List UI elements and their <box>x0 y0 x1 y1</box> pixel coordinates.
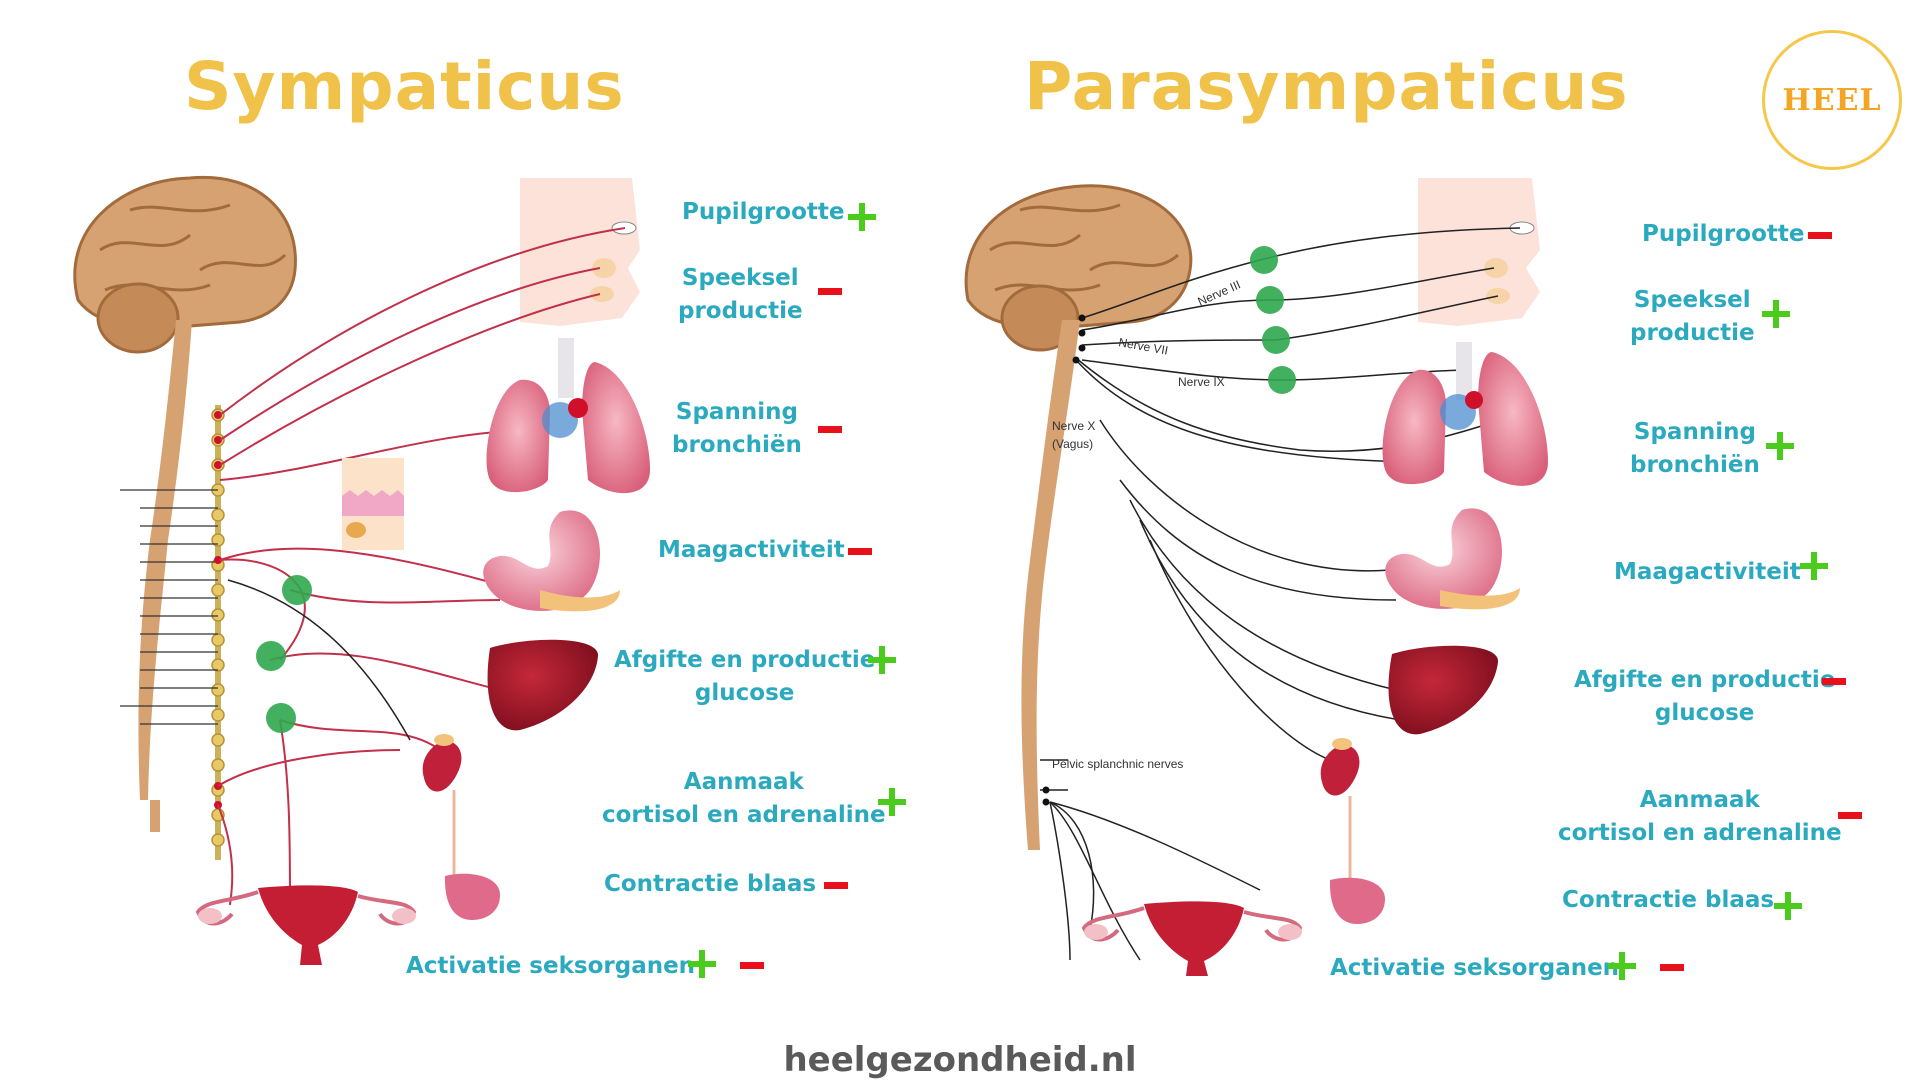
left-label-bronchien: Spanning bronchiën <box>672 396 802 462</box>
right-label-glucose: Afgifte en productie glucose <box>1574 664 1835 730</box>
title-sympaticus: Sympaticus <box>184 48 625 125</box>
stomach-left <box>483 510 600 611</box>
label-line1: Pupilgrootte <box>1642 221 1805 247</box>
label-pelvic-nerves: Pelvic splanchnic nerves <box>1052 757 1183 771</box>
right-label-seksorganen: Activatie seksorganen <box>1330 952 1619 985</box>
minus-icon <box>824 882 848 889</box>
left-label-speeksel: Speeksel productie <box>678 262 803 328</box>
label-line1: Afgifte en productie <box>614 647 876 673</box>
title-parasympaticus: Parasympaticus <box>1024 48 1629 125</box>
minus-icon <box>740 962 764 969</box>
label-line1: Activatie seksorganen <box>1330 955 1620 981</box>
label-line1: Speeksel <box>681 265 799 291</box>
label-line2: productie <box>1630 320 1755 346</box>
kidney-right <box>1320 745 1360 796</box>
face-left <box>520 178 640 326</box>
bladder-left <box>444 873 500 920</box>
right-label-bronchien: Spanning bronchiën <box>1630 416 1760 482</box>
kidney-left <box>422 741 462 792</box>
minus-icon <box>1838 812 1862 819</box>
minus-icon <box>818 426 842 433</box>
label-nerve-x: Nerve X <box>1052 419 1095 433</box>
plus-icon <box>848 203 876 231</box>
label-vagus: (Vagus) <box>1052 437 1093 451</box>
label-line1: Maagactiviteit <box>1614 559 1801 585</box>
heel-logo: HEEL <box>1762 30 1902 170</box>
brain-right <box>964 184 1193 330</box>
left-label-glucose: Afgifte en productie glucose <box>614 644 875 710</box>
label-nerve-ix: Nerve IX <box>1178 375 1225 389</box>
left-label-maagactiviteit: Maagactiviteit <box>658 534 845 567</box>
lungs-left <box>486 379 550 493</box>
minus-icon <box>1660 964 1684 971</box>
label-line2: cortisol en adrenaline <box>1558 820 1842 846</box>
label-line1: Maagactiviteit <box>658 537 845 563</box>
right-label-blaas: Contractie blaas <box>1562 884 1774 917</box>
minus-icon <box>1822 678 1846 685</box>
minus-icon <box>818 288 842 295</box>
left-label-seksorganen: Activatie seksorganen <box>406 950 695 983</box>
plus-icon <box>1608 952 1636 980</box>
label-line1: Spanning <box>1633 419 1756 445</box>
label-line1: Speeksel <box>1633 287 1751 313</box>
uterus-left <box>258 885 358 965</box>
plus-icon <box>1800 552 1828 580</box>
logo-text: HEEL <box>1782 82 1882 118</box>
stomach-right <box>1385 508 1502 609</box>
right-label-pupilgrootte: Pupilgrootte <box>1642 218 1804 251</box>
minus-icon <box>848 548 872 555</box>
right-label-maagactiviteit: Maagactiviteit <box>1614 556 1801 589</box>
right-label-speeksel: Speeksel productie <box>1630 284 1755 350</box>
label-line2: cortisol en adrenaline <box>602 802 886 828</box>
label-line1: Afgifte en productie <box>1574 667 1836 693</box>
label-line2: glucose <box>1654 700 1755 726</box>
right-label-cortisol: Aanmaak cortisol en adrenaline <box>1558 784 1842 850</box>
left-label-blaas: Contractie blaas <box>604 868 816 901</box>
sympathetic-diagram <box>73 175 650 965</box>
plus-icon <box>868 646 896 674</box>
spinal-cord-left <box>138 320 192 800</box>
liver-right <box>1388 645 1499 735</box>
plus-icon <box>1762 300 1790 328</box>
label-line1: Contractie blaas <box>604 871 817 897</box>
plus-icon <box>688 950 716 978</box>
label-line2: bronchiën <box>672 432 802 458</box>
bladder-right <box>1329 877 1385 924</box>
label-line2: bronchiën <box>1630 452 1760 478</box>
spinal-cord-right <box>1021 320 1080 850</box>
parasympathetic-diagram: Nerve III Nerve VII Nerve IX Nerve X (Va… <box>964 178 1548 976</box>
plus-icon <box>1774 892 1802 920</box>
label-line1: Aanmaak <box>683 769 804 795</box>
label-line1: Activatie seksorganen <box>406 953 696 979</box>
label-line1: Aanmaak <box>1639 787 1760 813</box>
label-line1: Spanning <box>675 399 798 425</box>
left-label-cortisol: Aanmaak cortisol en adrenaline <box>602 766 886 832</box>
liver-left <box>487 639 599 731</box>
lungs-right <box>1382 369 1446 485</box>
label-line2: productie <box>678 298 803 324</box>
face-right <box>1418 178 1540 326</box>
footer-site: heelgezondheid.nl <box>783 1040 1137 1080</box>
label-line2: glucose <box>694 680 795 706</box>
label-line1: Contractie blaas <box>1562 887 1775 913</box>
label-nerve-vii: Nerve VII <box>1117 335 1169 357</box>
uterus-right <box>1144 901 1244 976</box>
plus-icon <box>878 788 906 816</box>
label-line1: Pupilgrootte <box>682 199 845 225</box>
plus-icon <box>1766 432 1794 460</box>
minus-icon <box>1808 232 1832 239</box>
left-label-pupilgrootte: Pupilgrootte <box>682 196 844 229</box>
